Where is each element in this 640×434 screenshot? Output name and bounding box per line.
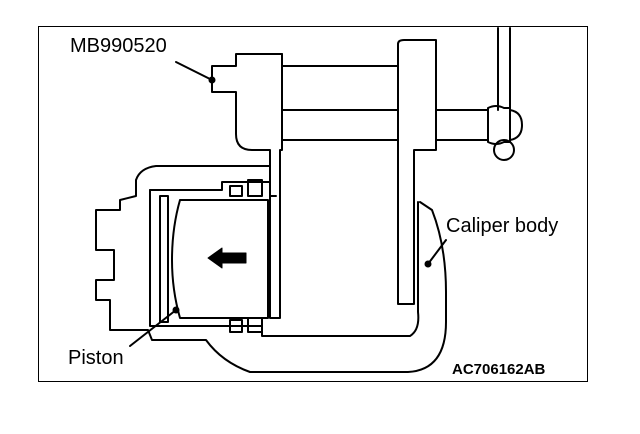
push-arrow: [207, 247, 247, 269]
piston-label: Piston: [68, 347, 124, 369]
tool-label: MB990520: [70, 35, 167, 57]
piston: [171, 199, 269, 319]
tool-frame: [211, 53, 283, 319]
caliper-body-outline: [95, 165, 447, 373]
leader-tool: [175, 61, 213, 81]
figure-code: AC706162AB: [452, 361, 546, 378]
leader-caliper: [427, 239, 447, 265]
leader-piston: [129, 309, 177, 347]
caliper-body-label: Caliper body: [446, 215, 559, 237]
figure-frame: [38, 26, 588, 382]
